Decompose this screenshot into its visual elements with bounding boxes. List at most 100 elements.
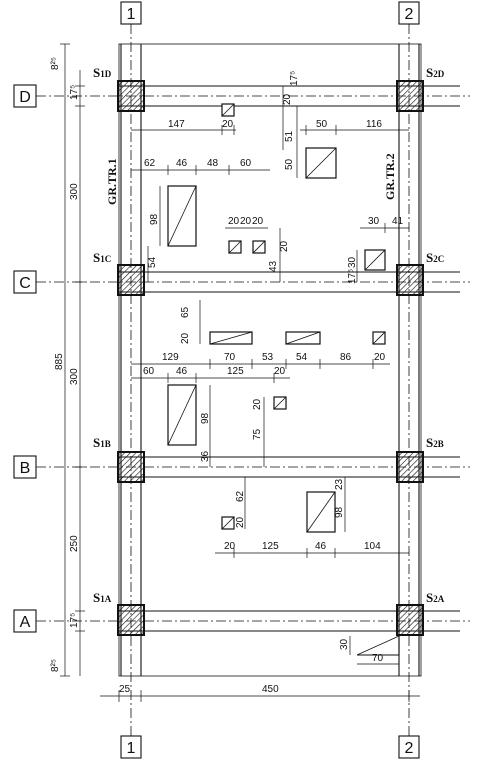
axis-label-b: B bbox=[20, 460, 31, 477]
dim-left-825-bottom: 8²⁵ bbox=[50, 659, 61, 672]
beam-label-gr-tr-2: GR.TR.2 bbox=[383, 153, 397, 200]
dim-mid-20: 20 bbox=[374, 352, 386, 363]
column-label-s1b: S1B bbox=[93, 435, 111, 450]
axis-label-1-bottom: 1 bbox=[127, 740, 136, 757]
dim-116: 116 bbox=[366, 119, 382, 130]
column-label-s1d: S1D bbox=[93, 65, 112, 80]
dim-75: 75 bbox=[252, 428, 263, 440]
dim-36: 36 bbox=[200, 450, 211, 462]
dim-70-bottom: 70 bbox=[372, 653, 384, 664]
axis-label-1-top: 1 bbox=[127, 6, 136, 23]
dim-left-300-2: 300 bbox=[69, 368, 80, 385]
axis-marker-1-bottom bbox=[120, 735, 142, 759]
dim-small-v-20: 20 bbox=[279, 240, 290, 252]
column-s1c bbox=[117, 264, 145, 296]
axis-label-2-bottom: 2 bbox=[405, 740, 414, 757]
axis-label-d: D bbox=[19, 89, 31, 106]
axis-label-a: A bbox=[20, 614, 31, 631]
column-label-s2a: S2A bbox=[426, 590, 445, 605]
dim-54: 54 bbox=[147, 256, 158, 268]
dim-small-20-3: 20 bbox=[252, 216, 264, 227]
dim-50: 50 bbox=[316, 119, 328, 130]
dim-small-v-43: 43 bbox=[268, 260, 279, 272]
dim-60-mid: 60 bbox=[143, 366, 155, 377]
column-s1b bbox=[117, 451, 145, 483]
dim-62: 62 bbox=[144, 158, 156, 169]
column-s2d bbox=[396, 80, 424, 112]
column-s2c bbox=[396, 264, 424, 296]
dim-23: 23 bbox=[334, 478, 345, 490]
dim-147: 147 bbox=[168, 119, 185, 130]
column-labels: S1D S2D S1C S2C S1B S2B S1A S2A bbox=[93, 65, 445, 605]
dim-low-v-20: 20 bbox=[235, 516, 246, 528]
dim-right-v-175: 17⁵ bbox=[347, 269, 358, 284]
column-label-s1c: S1C bbox=[93, 250, 111, 265]
dim-left-300-1: 300 bbox=[69, 183, 80, 200]
dim-98-low: 98 bbox=[334, 506, 345, 518]
dim-46: 46 bbox=[176, 158, 188, 169]
beam-label-gr-tr-1: GR.TR.1 bbox=[105, 158, 119, 205]
dim-20-low: 20 bbox=[224, 541, 236, 552]
dim-30: 30 bbox=[368, 216, 380, 227]
dim-top-v-50: 50 bbox=[284, 158, 295, 170]
dim-mid-small-20: 20 bbox=[252, 398, 263, 410]
dim-left-250: 250 bbox=[69, 535, 80, 552]
dim-125-low: 125 bbox=[262, 541, 279, 552]
dim-46-mid: 46 bbox=[176, 366, 188, 377]
dim-48: 48 bbox=[207, 158, 219, 169]
dim-104: 104 bbox=[364, 541, 381, 552]
dim-left-total: 885 bbox=[54, 353, 65, 370]
dim-98-upper: 98 bbox=[149, 213, 160, 225]
dim-41: 41 bbox=[392, 216, 404, 227]
dim-bottom-450: 450 bbox=[262, 684, 279, 695]
column-label-s2b: S2B bbox=[426, 435, 444, 450]
dim-70: 70 bbox=[224, 352, 236, 363]
axis-marker-a bbox=[13, 609, 37, 633]
dim-54-mid: 54 bbox=[296, 352, 308, 363]
dim-62-low: 62 bbox=[235, 490, 246, 502]
dim-left-175-top: 17⁵ bbox=[69, 85, 80, 100]
axis-marker-c bbox=[13, 270, 37, 294]
column-label-s1a: S1A bbox=[93, 590, 112, 605]
dim-86: 86 bbox=[340, 352, 352, 363]
dim-right-v-30: 30 bbox=[347, 256, 358, 268]
dim-small-20-2: 20 bbox=[240, 216, 252, 227]
column-s2b bbox=[396, 451, 424, 483]
dim-top-v-51: 51 bbox=[284, 130, 295, 142]
slab-edge bbox=[118, 43, 422, 677]
axis-marker-2-top bbox=[398, 1, 420, 25]
dim-125-mid: 125 bbox=[227, 366, 244, 377]
axis-marker-1-top bbox=[120, 1, 142, 25]
axis-label-2-top: 2 bbox=[405, 6, 414, 23]
dim-53: 53 bbox=[262, 352, 274, 363]
column-s1d bbox=[117, 80, 145, 112]
axis-markers: 1 2 1 2 D C B A bbox=[13, 1, 420, 759]
openings bbox=[167, 103, 400, 656]
dim-left-825-top: 8²⁵ bbox=[50, 57, 61, 70]
dim-98-mid: 98 bbox=[200, 412, 211, 424]
dim-mid-v-20: 20 bbox=[180, 332, 191, 344]
dim-30-bottom: 30 bbox=[339, 638, 350, 650]
dimension-lines bbox=[60, 43, 420, 702]
axis-marker-d bbox=[13, 84, 37, 108]
opening-bottom bbox=[357, 636, 400, 656]
dim-top-v-175: 17⁵ bbox=[289, 71, 300, 86]
column-label-s2d: S2D bbox=[426, 65, 445, 80]
dim-65: 65 bbox=[180, 306, 191, 318]
dimension-texts: 885 8²⁵ 17⁵ 300 300 250 17⁵ 8²⁵ 25 450 1… bbox=[50, 57, 404, 695]
dim-small-20-1: 20 bbox=[228, 216, 240, 227]
dim-20-mid2: 20 bbox=[274, 366, 286, 377]
column-label-s2c: S2C bbox=[426, 250, 444, 265]
dim-46-low: 46 bbox=[315, 541, 327, 552]
axis-marker-2-bottom bbox=[398, 735, 420, 759]
axis-label-c: C bbox=[19, 275, 31, 292]
axis-marker-b bbox=[13, 455, 37, 479]
dim-top-v-20: 20 bbox=[282, 93, 293, 105]
dim-129: 129 bbox=[162, 352, 179, 363]
column-s1a bbox=[117, 604, 145, 636]
dim-left-175-bottom: 17⁵ bbox=[69, 613, 80, 628]
dim-20-top: 20 bbox=[222, 119, 234, 130]
columns bbox=[117, 80, 424, 636]
dim-60: 60 bbox=[240, 158, 252, 169]
dim-bottom-25: 25 bbox=[119, 684, 131, 695]
